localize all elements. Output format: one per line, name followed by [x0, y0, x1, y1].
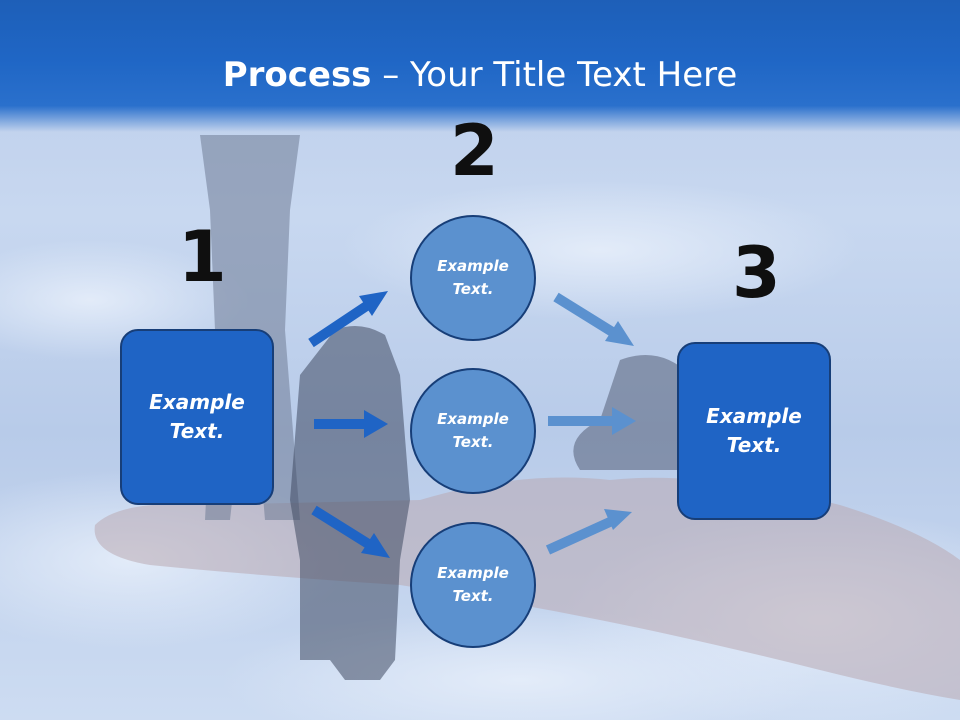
arrow-top-to-right — [553, 292, 634, 346]
left-box: Example Text. — [120, 329, 274, 505]
circle-middle-label: Example Text. — [437, 410, 509, 451]
title-rest: – Your Title Text Here — [371, 55, 738, 95]
arrow-left-to-top — [308, 291, 388, 348]
circle-bottom-label: Example Text. — [437, 564, 509, 605]
step-number-2: 2 — [450, 110, 499, 192]
left-box-label: Example Text. — [149, 390, 245, 443]
arrow-left-to-bottom — [311, 505, 390, 558]
step-number-3: 3 — [732, 232, 781, 314]
right-box-label: Example Text. — [706, 404, 802, 457]
arrow-left-to-middle — [314, 410, 388, 438]
title-bold: Process — [222, 55, 372, 95]
step-number-1: 1 — [178, 216, 227, 298]
circle-top: Example Text. — [410, 215, 536, 341]
arrow-bottom-to-right — [545, 509, 632, 555]
header-band — [0, 0, 960, 132]
circle-bottom: Example Text. — [410, 522, 536, 648]
circle-top-label: Example Text. — [437, 257, 509, 298]
arrow-middle-to-right — [548, 407, 636, 435]
circle-middle: Example Text. — [410, 368, 536, 494]
right-box: Example Text. — [677, 342, 831, 520]
slide-title: Process – Your Title Text Here — [0, 54, 960, 96]
